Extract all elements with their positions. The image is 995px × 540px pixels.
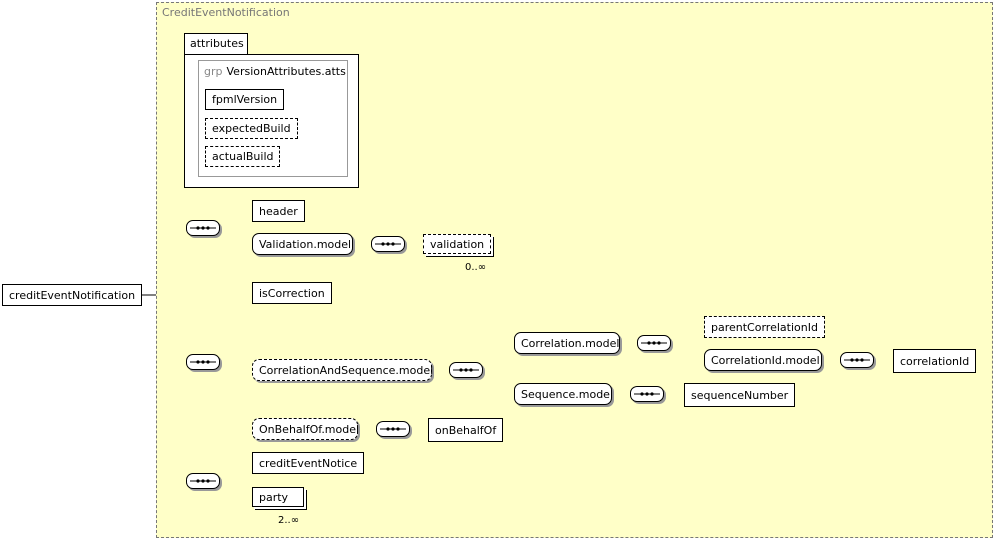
- sequence-icon: [190, 226, 216, 230]
- attribute-expected-build[interactable]: expectedBuild: [205, 118, 298, 139]
- sequence-compositor-validation[interactable]: [371, 236, 405, 252]
- element-validation[interactable]: validation: [423, 234, 492, 254]
- group-correlation-model[interactable]: Correlation.model: [514, 332, 620, 354]
- element-header[interactable]: header: [252, 200, 305, 222]
- attribute-group-name: VersionAttributes.atts: [226, 65, 346, 78]
- group-sequence-model[interactable]: Sequence.model: [514, 383, 613, 405]
- sequence-compositor-on-behalf-of[interactable]: [376, 421, 410, 437]
- party-occurrence: 2..∞: [278, 515, 300, 526]
- group-correlation-and-sequence-model[interactable]: CorrelationAndSequence.model: [252, 359, 433, 381]
- sequence-compositor-correlation-id[interactable]: [840, 352, 874, 368]
- element-on-behalf-of[interactable]: onBehalfOf: [428, 418, 504, 442]
- sequence-compositor-2[interactable]: [186, 354, 220, 370]
- attributes-tab[interactable]: attributes: [184, 33, 248, 55]
- attribute-actual-build[interactable]: actualBuild: [205, 146, 281, 167]
- sequence-icon: [641, 341, 667, 345]
- sequence-compositor-3[interactable]: [186, 473, 220, 489]
- sequence-icon: [634, 392, 660, 396]
- sequence-icon: [453, 368, 479, 372]
- element-is-correction[interactable]: isCorrection: [252, 282, 332, 304]
- complex-type-name: CreditEventNotification: [162, 6, 290, 19]
- element-correlation-id[interactable]: correlationId: [893, 349, 977, 373]
- sequence-icon: [844, 358, 870, 362]
- element-parent-correlation-id[interactable]: parentCorrelationId: [704, 316, 825, 338]
- group-correlation-id-model[interactable]: CorrelationId.model: [704, 349, 822, 371]
- group-keyword: grp: [204, 65, 223, 78]
- sequence-icon: [375, 242, 401, 246]
- group-on-behalf-of-model[interactable]: OnBehalfOf.model: [252, 418, 359, 440]
- sequence-icon: [190, 479, 216, 483]
- sequence-compositor-1[interactable]: [186, 220, 220, 236]
- root-element-credit-event-notification[interactable]: creditEventNotification: [2, 284, 143, 306]
- element-party[interactable]: party: [252, 487, 304, 507]
- sequence-icon: [190, 360, 216, 364]
- attribute-fpml-version[interactable]: fpmlVersion: [205, 89, 285, 110]
- sequence-compositor-sequence[interactable]: [630, 386, 664, 402]
- sequence-icon: [380, 427, 406, 431]
- sequence-compositor-correlation[interactable]: [637, 335, 671, 351]
- group-validation-model[interactable]: Validation.model: [252, 233, 353, 255]
- validation-occurrence: 0..∞: [465, 262, 487, 273]
- sequence-compositor-correlation-and-sequence[interactable]: [449, 362, 483, 378]
- element-credit-event-notice[interactable]: creditEventNotice: [252, 452, 365, 474]
- element-sequence-number[interactable]: sequenceNumber: [684, 383, 796, 407]
